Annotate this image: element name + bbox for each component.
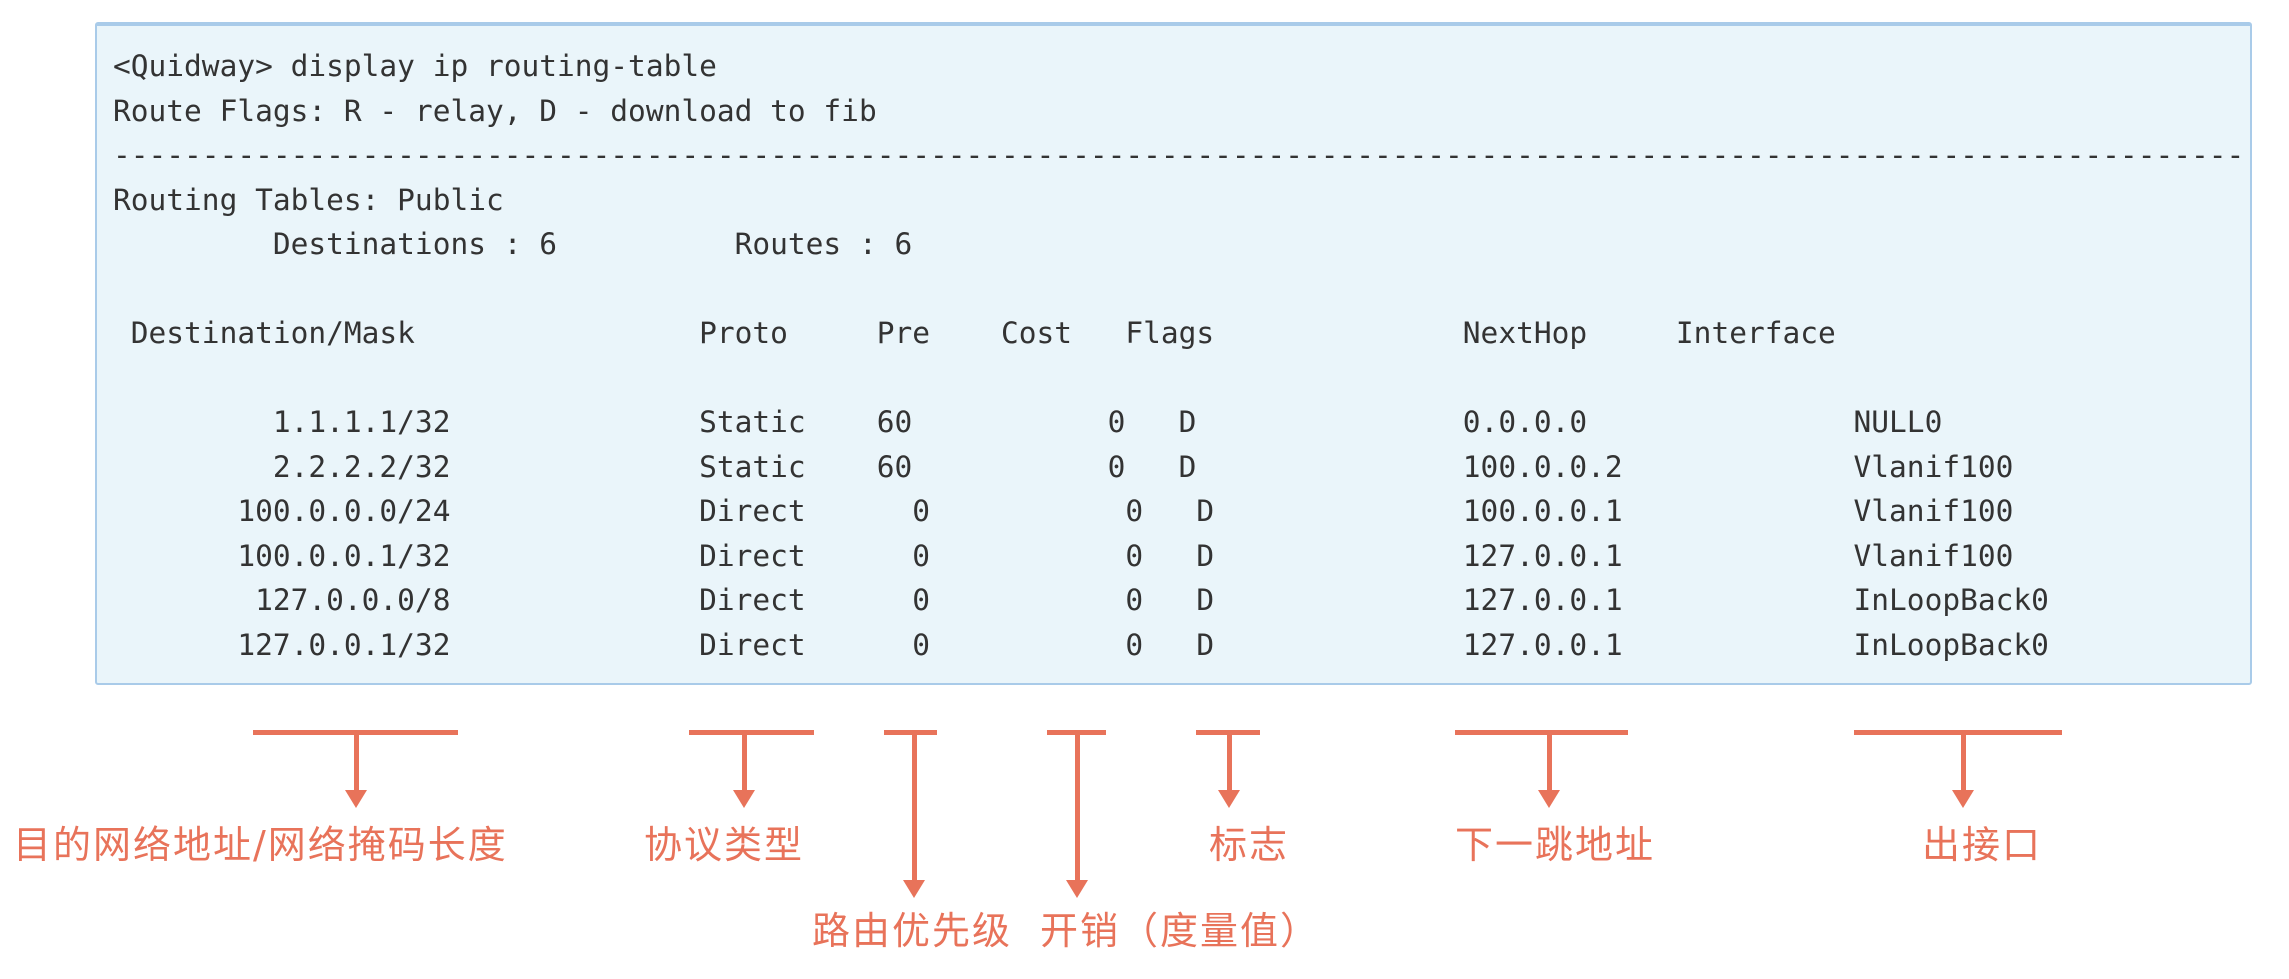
annotation-label-destination-mask: 目的网络地址/网络掩码长度 xyxy=(13,823,508,867)
arrow-down-icon xyxy=(1218,790,1240,808)
annotation-tbar xyxy=(884,730,937,735)
annotation-tbar xyxy=(689,730,814,735)
annotation-stem-line xyxy=(354,733,359,792)
annotation-stem-line xyxy=(1961,733,1966,792)
annotation-tbar xyxy=(1854,730,2062,735)
annotation-stem-line xyxy=(1075,733,1080,882)
arrow-down-icon xyxy=(903,880,925,898)
arrow-down-icon xyxy=(733,790,755,808)
arrow-down-icon xyxy=(1538,790,1560,808)
arrow-down-icon xyxy=(1952,790,1974,808)
annotation-stem-line xyxy=(1227,733,1232,792)
terminal-output: <Quidway> display ip routing-table Route… xyxy=(113,49,2245,662)
annotation-label-pre: 路由优先级 xyxy=(812,909,1013,953)
annotation-stem-line xyxy=(1547,733,1552,792)
arrow-down-icon xyxy=(1066,880,1088,898)
annotation-label-proto: 协议类型 xyxy=(644,823,805,867)
arrow-down-icon xyxy=(345,790,367,808)
annotation-tbar xyxy=(253,730,458,735)
annotation-tbar xyxy=(1455,730,1628,735)
annotation-stem-line xyxy=(742,733,747,792)
annotation-label-flags: 标志 xyxy=(1209,823,1290,867)
annotation-label-nexthop: 下一跳地址 xyxy=(1455,823,1656,867)
annotation-label-cost: 开销（度量值） xyxy=(1040,909,1321,953)
annotation-tbar xyxy=(1196,730,1260,735)
terminal-panel: <Quidway> display ip routing-table Route… xyxy=(95,22,2252,685)
annotation-tbar xyxy=(1047,730,1106,735)
annotation-label-interface: 出接口 xyxy=(1922,823,2043,867)
annotation-stem-line xyxy=(912,733,917,882)
